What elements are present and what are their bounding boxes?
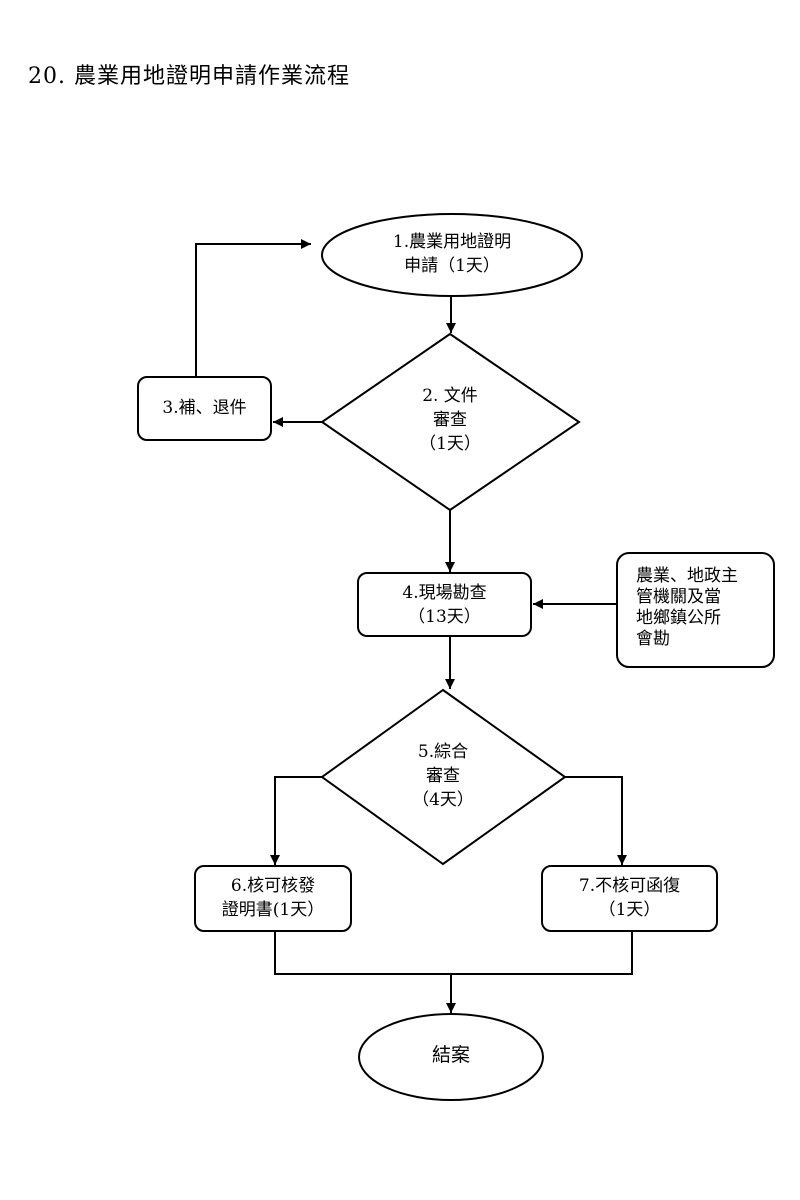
supplement-return-box: [137, 376, 272, 441]
end-label: 結案: [391, 1043, 511, 1067]
end-line1: 結案: [431, 1044, 470, 1066]
page-title: 20. 農業用地證明申請作業流程: [28, 64, 350, 89]
reject-label: 7.不核可函復 （1天）: [542, 874, 717, 922]
document-review-line1: 2. 文件: [422, 386, 478, 406]
comprehensive-review-line3: （4天）: [412, 790, 474, 810]
site-inspection-box: [357, 572, 532, 637]
document-review-line2: 審查: [433, 410, 467, 430]
agencies-box: [616, 552, 775, 668]
reject-line1: 7.不核可函復: [578, 876, 681, 896]
agencies-line2: 管機關及當: [636, 587, 721, 607]
site-inspection-line2: （13天）: [408, 607, 481, 627]
reject-box: [541, 865, 718, 932]
comprehensive-review-diamond: [320, 688, 567, 866]
approve-line1: 6.核可核發: [230, 876, 316, 896]
document-review-label: 2. 文件 審查 （1天）: [375, 384, 525, 456]
approve-box: [194, 865, 352, 932]
agencies-line1: 農業、地政主: [636, 566, 738, 586]
agencies-line4: 會勘: [636, 629, 670, 649]
agencies-label: 農業、地政主 管機關及當 地鄉鎮公所 會勘: [636, 566, 766, 650]
comprehensive-review-line1: 5.綜合: [417, 742, 469, 762]
reject-line2: （1天）: [598, 900, 661, 920]
connector-comprehensive-to-approve: [270, 776, 322, 865]
approve-line2: 證明書(1天）: [221, 900, 325, 920]
comprehensive-review-label: 5.綜合 審查 （4天）: [368, 740, 518, 812]
site-inspection-line1: 4.現場勘查: [402, 583, 487, 603]
document-review-line3: （1天）: [419, 434, 481, 454]
end-ellipse: [358, 1013, 544, 1101]
connector-supplement-to-start: [195, 239, 311, 377]
approve-label: 6.核可核發 證明書(1天）: [195, 874, 351, 922]
supplement-return-line1: 3.補、退件: [162, 398, 247, 418]
connector-approve-merge: [274, 931, 633, 975]
connector-comprehensive-to-reject: [565, 776, 627, 865]
start-label-line2: 申請（1天）: [404, 256, 500, 276]
site-inspection-label: 4.現場勘查 （13天）: [358, 581, 531, 629]
agencies-line3: 地鄉鎮公所: [636, 608, 721, 628]
start-label-line1: 1.農業用地證明: [392, 232, 512, 252]
supplement-return-label: 3.補、退件: [138, 396, 271, 420]
comprehensive-review-line2: 審查: [426, 766, 460, 786]
start-label: 1.農業用地證明 申請（1天）: [352, 230, 552, 278]
